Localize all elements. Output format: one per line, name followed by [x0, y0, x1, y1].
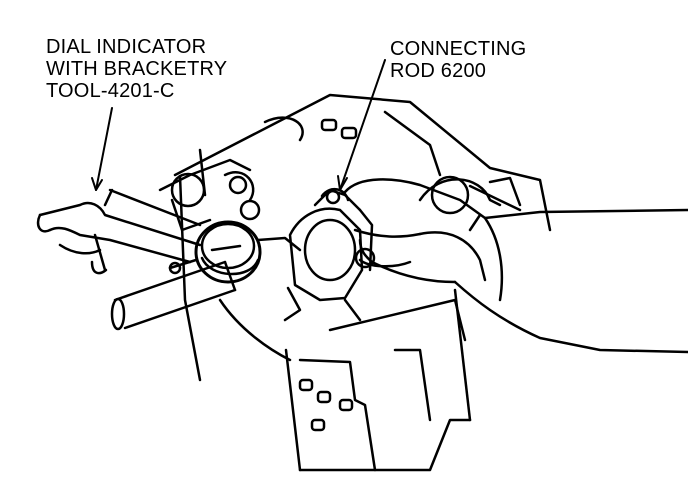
dial-indicator-label-line-3: TOOL-4201-C — [46, 80, 175, 102]
connecting-rod-label-line-1: CONNECTING — [390, 38, 527, 60]
mounting-bracket — [36, 188, 202, 275]
tube-rail — [110, 260, 237, 331]
dial-indicator-label: DIAL INDICATOR WITH BRACKETRY TOOL-4201-… — [46, 36, 227, 102]
connecting-rod — [283, 188, 376, 322]
connecting-rod-label: CONNECTING ROD 6200 — [390, 38, 526, 82]
leader-lines — [91, 59, 386, 191]
connecting-rod-label-line-2: ROD 6200 — [390, 60, 487, 82]
hand — [343, 178, 688, 354]
camshaft-area — [158, 158, 522, 232]
dial-indicator-label-line-2: WITH BRACKETRY — [46, 58, 228, 80]
dial-indicator-label-line-1: DIAL INDICATOR — [46, 36, 207, 58]
cylinder-head — [173, 93, 552, 472]
dial-indicator — [168, 220, 302, 284]
